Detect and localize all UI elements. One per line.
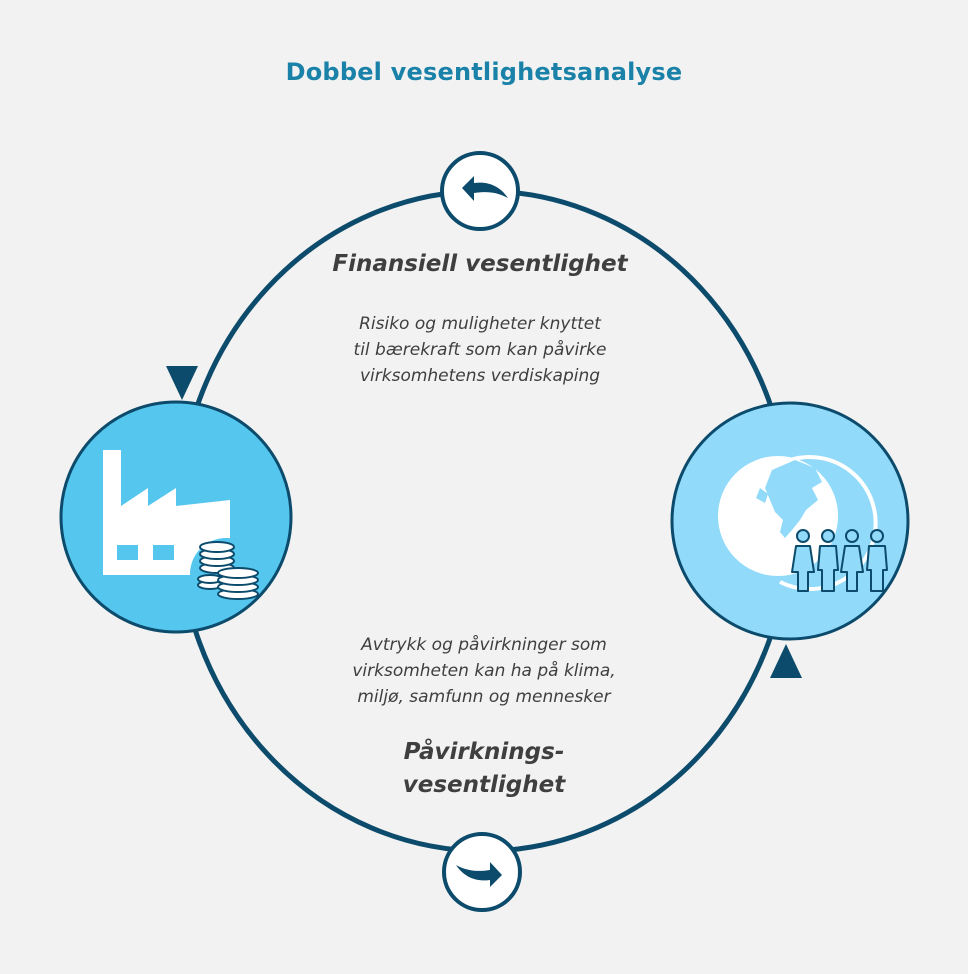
- arrowhead-down-icon: [166, 366, 198, 400]
- arrow-left-icon: [440, 151, 520, 231]
- financial-description-line: Risiko og muligheter knyttet: [359, 314, 601, 334]
- impact-description-line: virksomheten kan ha på klima,: [352, 661, 616, 681]
- financial-description: Risiko og muligheter knyttet til bærekra…: [250, 311, 710, 389]
- impact-heading-line: vesentlighet: [402, 772, 566, 798]
- arrowhead-up-icon: [770, 644, 802, 678]
- factory-coins-icon: [59, 400, 293, 634]
- financial-heading: Finansiell vesentlighet: [332, 251, 628, 277]
- page-title: Dobbel vesentlighetsanalyse: [285, 58, 683, 86]
- financial-description-line: virksomhetens verdiskaping: [359, 366, 601, 386]
- financial-description-line: til bærekraft som kan påvirke: [353, 340, 607, 360]
- impact-heading: Påvirknings- vesentlighet: [284, 736, 684, 802]
- impact-description: Avtrykk og påvirkninger som virksomheten…: [254, 632, 714, 710]
- arrow-right-icon: [442, 832, 522, 912]
- impact-description-line: Avtrykk og påvirkninger som: [361, 635, 607, 655]
- impact-heading-line: Påvirknings-: [403, 739, 565, 765]
- impact-description-line: miljø, samfunn og mennesker: [357, 687, 611, 707]
- globe-people-icon: [670, 401, 910, 641]
